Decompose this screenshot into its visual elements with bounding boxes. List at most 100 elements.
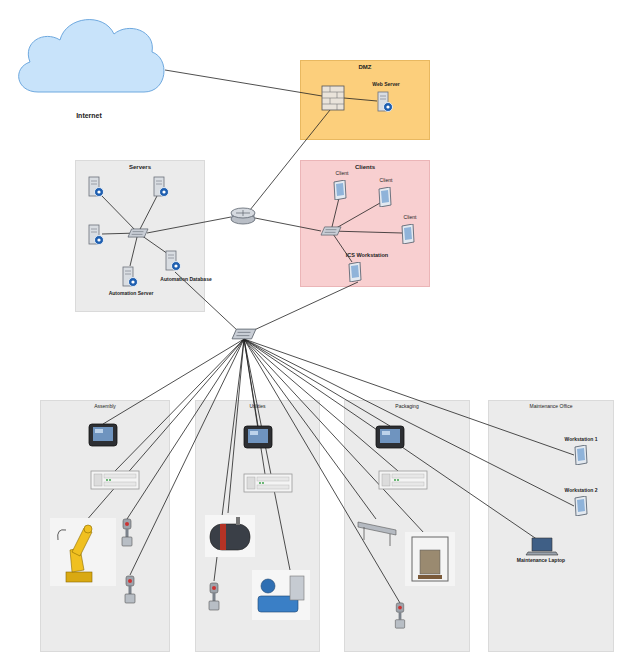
- device-label: Automation Server: [101, 291, 161, 300]
- server-icon: [123, 267, 138, 287]
- wire: [165, 70, 322, 96]
- switch-icon: [128, 229, 148, 237]
- zone-box: ClientsClientClientClientICS Workstation: [300, 160, 430, 287]
- wire: [138, 194, 158, 233]
- conveyor-icon: [358, 522, 396, 546]
- wire: [138, 233, 168, 254]
- device-label: Automation Database: [156, 277, 216, 286]
- wire: [85, 339, 244, 522]
- pump-tank: [261, 579, 275, 593]
- cloud-shape: [8, 2, 170, 102]
- wire: [115, 339, 244, 471]
- valve-icon: [395, 603, 404, 628]
- wire: [331, 231, 352, 262]
- group-title: Utilities: [196, 404, 319, 410]
- firewall-bricks: [322, 86, 344, 110]
- text-holder: Client: [371, 178, 401, 184]
- zone-box: Utilities: [195, 400, 320, 652]
- wire: [228, 339, 244, 513]
- wire: [244, 339, 376, 519]
- core-switch-icon: [232, 329, 256, 339]
- client-icon: [379, 187, 391, 207]
- zone-box: Assembly: [40, 400, 170, 652]
- group-title: Servers: [76, 164, 204, 171]
- cloud-node: Internet: [8, 2, 170, 120]
- wire: [127, 339, 244, 519]
- node-label: Automation Database: [156, 277, 216, 283]
- wire: [244, 339, 398, 471]
- palletizer-pallet: [418, 575, 442, 579]
- node-label: Workstation 1: [551, 437, 611, 443]
- palletizer-frame: [412, 537, 448, 581]
- wire: [244, 339, 290, 570]
- valve-icon: [209, 583, 219, 610]
- server-icon: [89, 225, 104, 245]
- wire: [244, 339, 265, 474]
- group-title: Clients: [301, 164, 429, 171]
- robot-cable: [58, 530, 66, 540]
- text-holder: Web Server: [361, 82, 411, 88]
- laptop-icon: [526, 538, 558, 555]
- group-title: DMZ: [301, 64, 429, 71]
- text-holder: DMZ: [301, 64, 429, 71]
- wire: [244, 339, 574, 455]
- client-icon: [402, 224, 414, 244]
- wire: [130, 339, 244, 575]
- device-label: ICS Workstation: [336, 252, 398, 261]
- wire: [244, 339, 390, 426]
- conveyor-belt: [358, 522, 396, 535]
- node-label: Client: [327, 171, 357, 177]
- device-label: Client: [371, 178, 401, 187]
- device-label: Maintenance Laptop: [506, 558, 576, 567]
- node-label: Automation Server: [101, 291, 161, 297]
- text-holder: Workstation 2: [551, 488, 611, 494]
- wire: [250, 110, 330, 210]
- wire: [244, 339, 258, 426]
- wire: [244, 339, 574, 506]
- wire: [102, 233, 138, 234]
- device-label: Client: [327, 171, 357, 180]
- boiler-band: [220, 524, 226, 550]
- router-icon: [231, 208, 255, 224]
- node-label: Client: [371, 178, 401, 184]
- workstation-icon: [575, 445, 587, 465]
- laptop-screen: [532, 538, 552, 551]
- text-holder: Servers: [76, 164, 204, 171]
- wire: [175, 272, 238, 331]
- group-title: Assembly: [41, 404, 169, 410]
- node-label: Maintenance Laptop: [506, 558, 576, 564]
- palletizer-load: [420, 550, 440, 574]
- zone-box: DMZ Web Server: [300, 60, 430, 140]
- zone-box: Maintenance OfficeWorkstation 1 Workstati…: [488, 400, 614, 652]
- text-holder: Workstation 1: [551, 437, 611, 443]
- robot-wrist: [84, 525, 92, 533]
- wire: [252, 282, 358, 331]
- robot-backdrop: [50, 518, 116, 586]
- wire: [244, 339, 424, 533]
- text-holder: Clients: [301, 164, 429, 171]
- wire: [244, 339, 538, 540]
- cloud-outline: [19, 20, 164, 92]
- wires: [85, 70, 574, 603]
- wire: [147, 217, 231, 233]
- boiler-backdrop: [205, 515, 255, 557]
- robot-base: [66, 572, 92, 582]
- boiler-tank: [210, 524, 250, 550]
- wire: [130, 233, 138, 266]
- robot-icon: [50, 518, 116, 586]
- text-holder: Automation Database: [156, 277, 216, 283]
- switch-icon: [321, 227, 341, 235]
- plc-icon: [244, 474, 292, 492]
- hmi-icon: [244, 426, 272, 448]
- device-label: Web Server: [361, 82, 411, 91]
- node-label: Client: [395, 215, 425, 221]
- wire: [214, 339, 244, 581]
- text-holder: Maintenance Office: [489, 404, 613, 410]
- workstation-icon: [349, 262, 361, 282]
- palletizer-backdrop: [405, 532, 455, 586]
- wire: [100, 194, 138, 233]
- valve-icon: [125, 576, 135, 603]
- conveyor-leg: [390, 534, 391, 546]
- conveyor-leg: [364, 527, 365, 540]
